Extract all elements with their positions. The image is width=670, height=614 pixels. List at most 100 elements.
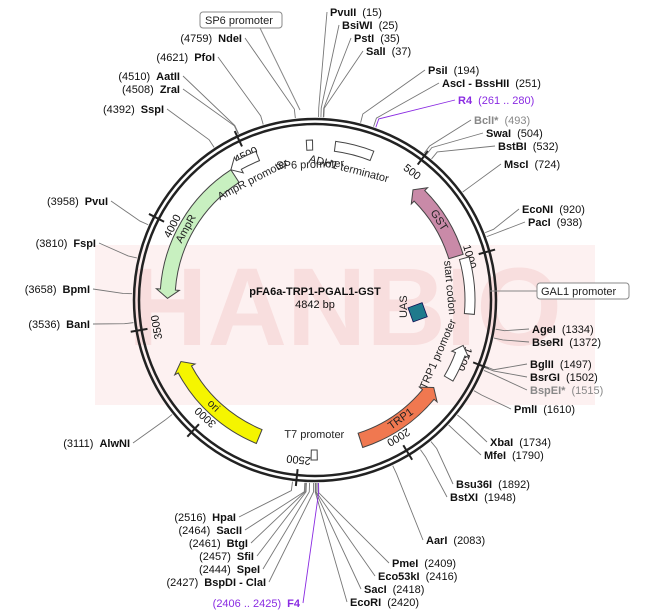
site-pos: (2461) [189,538,221,550]
site-sacii: (2464)SacII [179,525,242,537]
site-leader [484,208,520,234]
site-name: R4 [458,95,473,107]
site-psii: PsiI(194) [428,65,479,77]
site-leader [314,482,348,603]
site-name: EcoRI [350,597,381,609]
site-leader [457,414,488,443]
site-alwni: (3111)AlwNI [63,438,130,450]
site-leader [217,56,264,125]
sp6-promoter-label: SP6 promoter [199,11,301,111]
site-pos: (493) [504,115,530,127]
site-eco53ki: Eco53kI(2416) [378,571,457,583]
site-pos: (2516) [174,512,206,524]
feature-adh1 [333,140,375,162]
site-pos: (1497) [560,359,592,371]
feature-amprprom [230,150,261,174]
site-leader [430,441,454,485]
site-pos: (3958) [47,196,79,208]
tick-3500 [130,327,148,333]
tick-label-2500: 2500 [286,452,312,466]
site-name: SalI [366,46,386,58]
site-leader [420,449,448,498]
site-bcli-: BclI*(493) [474,115,530,127]
site-name: BsiWI [342,20,373,32]
site-sfii: (2457)SfiI [199,551,254,563]
site-pos: (504) [517,128,543,140]
site-leader [373,82,440,127]
feature-trp1 [357,386,438,449]
site-pos: (1948) [484,492,516,504]
site-leader [392,465,424,541]
site-name: NdeI [218,33,242,45]
site-pos: (1734) [519,437,551,449]
site-paci: PacI(938) [528,217,582,229]
site-sspi: (4392)SspI [103,104,164,116]
site-name: HpaI [212,512,236,524]
site-pos: (724) [534,159,560,171]
site-bstxi: BstXI(1948) [450,492,516,504]
site-pos: (35) [380,33,400,45]
site-leader [360,69,426,123]
site-mfei: MfeI(1790) [484,450,544,462]
site-leader [495,328,530,332]
site-name: BspDI - ClaI [204,577,266,589]
restriction-sites: PvuII(15)BsiWI(25)PstI(35)SalI(37)PsiI(1… [25,7,604,610]
site-pos: (3658) [25,284,57,296]
site-psti: PstI(35) [354,33,400,45]
site-leader [484,367,528,378]
site-spei: (2444)SpeI [199,564,260,576]
site-bani: (3536) BanI [28,319,90,331]
site-name: BpmI [63,284,91,296]
site-leader [302,482,320,604]
site-leader [431,145,496,160]
site-pos: (2418) [393,584,425,596]
site-aari: AarI(2083) [426,535,485,547]
tick-3000 [186,423,200,438]
site-pos: (4759) [180,33,212,45]
site-bsiwi: BsiWI(25) [342,20,398,32]
site-leader [483,370,528,391]
site-pos: (4508) [122,84,154,96]
site-bspdi-clai: (2427) BspDI - ClaI [166,577,266,589]
site-pos: (1515) [571,385,603,397]
site-pos: (2457) [199,551,231,563]
feature-ori [173,360,263,445]
tick-2000 [402,444,414,461]
site-name: Bsu36I [456,479,492,491]
site-pos: (1790) [512,450,544,462]
site-leader [322,37,352,118]
site-pvuii: PvuII(15) [330,7,382,19]
site-leader [132,414,173,444]
gal1-promoter-text: GAL1 promoter [541,286,617,298]
site-name: MscI [504,159,528,171]
site-leader [98,242,137,259]
site-pos: (4510) [118,71,150,83]
site-xbai: XbaI(1734) [490,437,551,449]
tick-2500 [294,469,299,487]
site-pos: (1892) [498,479,530,491]
site-pos: (2427) [166,577,198,589]
site-pos: (532) [533,141,559,153]
site-name: SspI [141,104,164,116]
site-leader [473,390,512,410]
site-bpmi: (3658) BpmI [25,284,90,296]
plasmid-name: pFA6a-TRP1-PGAL1-GST [249,286,381,298]
site-pos: (37) [392,46,412,58]
feature-label-t7prom: T7 promoter [284,429,344,441]
site-pos: (3536) [28,319,60,331]
site-saci: SacI(2418) [364,584,424,596]
site-aatii: (4510)AatII [118,71,180,83]
site-hpai: (2516) HpaI [174,512,236,524]
site-name: BanI [66,319,90,331]
site-name: EcoNI [522,204,553,216]
site-ecori: EcoRI(2420) [350,597,419,609]
site-pmli: PmlI(1610) [514,404,575,416]
backbone-inner [137,122,493,478]
site-name: BstBI [498,141,527,153]
site-name: SpeI [237,564,260,576]
site-name: PsiI [428,65,448,77]
site-leader [317,482,390,564]
site-pmei: PmeI(2409) [392,558,456,570]
site-pvui: (3958)PvuI [47,196,108,208]
